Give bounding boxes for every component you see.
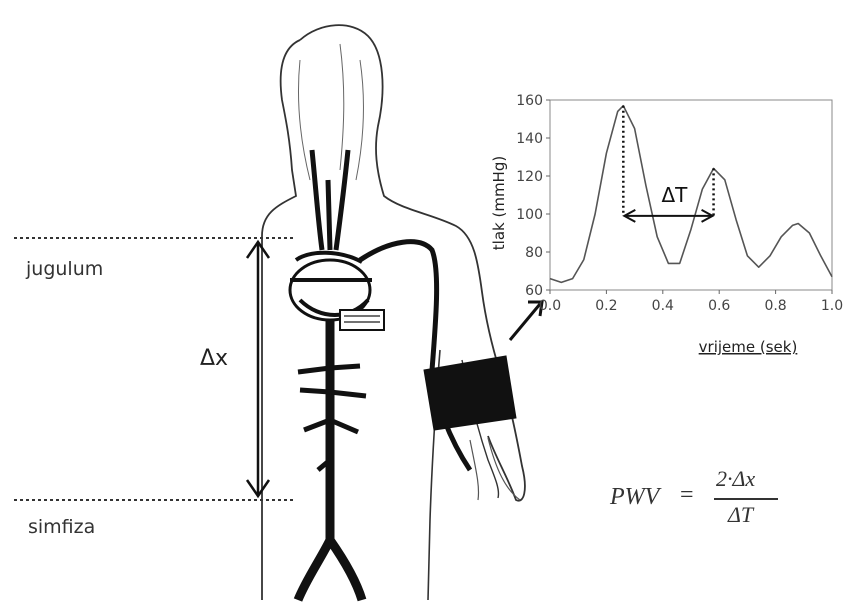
formula-fraction-bar	[714, 498, 778, 500]
y-tick-label: 160	[516, 93, 543, 109]
pressure-waveform-chart: 60 80 100 120 140 160 0.0 0.2 0.4 0.6 0.8 1.0 ΔT tlak…	[486, 86, 856, 376]
plot-frame	[550, 100, 832, 290]
jugulum-label: jugulum	[26, 258, 103, 280]
y-tick-label: 80	[525, 245, 543, 261]
pressure-curve	[550, 106, 832, 283]
formula-lhs: PWV	[610, 484, 659, 511]
x-tick-label: 0.0	[539, 298, 561, 314]
x-tick-label: 0.6	[708, 298, 730, 314]
delta-t-label: ΔT	[661, 183, 688, 207]
y-tick-label: 100	[516, 207, 543, 223]
formula-numerator: 2·Δx	[716, 466, 755, 492]
y-tick-label: 140	[516, 131, 543, 147]
x-tick-label: 0.4	[652, 298, 674, 314]
x-tick-label: 1.0	[821, 298, 843, 314]
y-tick-label: 60	[525, 283, 543, 299]
x-axis-label: vrijeme (sek)	[699, 338, 798, 356]
x-tick-label: 0.8	[764, 298, 786, 314]
y-axis-label: tlak (mmHg)	[490, 156, 508, 250]
formula-equals: =	[680, 482, 694, 509]
formula-denominator: ΔT	[728, 502, 753, 528]
delta-x-label: Δx	[200, 346, 228, 371]
x-tick-label: 0.2	[595, 298, 617, 314]
pwv-formula: PWV = 2·Δx ΔT	[610, 470, 790, 536]
y-tick-label: 120	[516, 169, 543, 185]
simfiza-label: simfiza	[28, 516, 95, 538]
